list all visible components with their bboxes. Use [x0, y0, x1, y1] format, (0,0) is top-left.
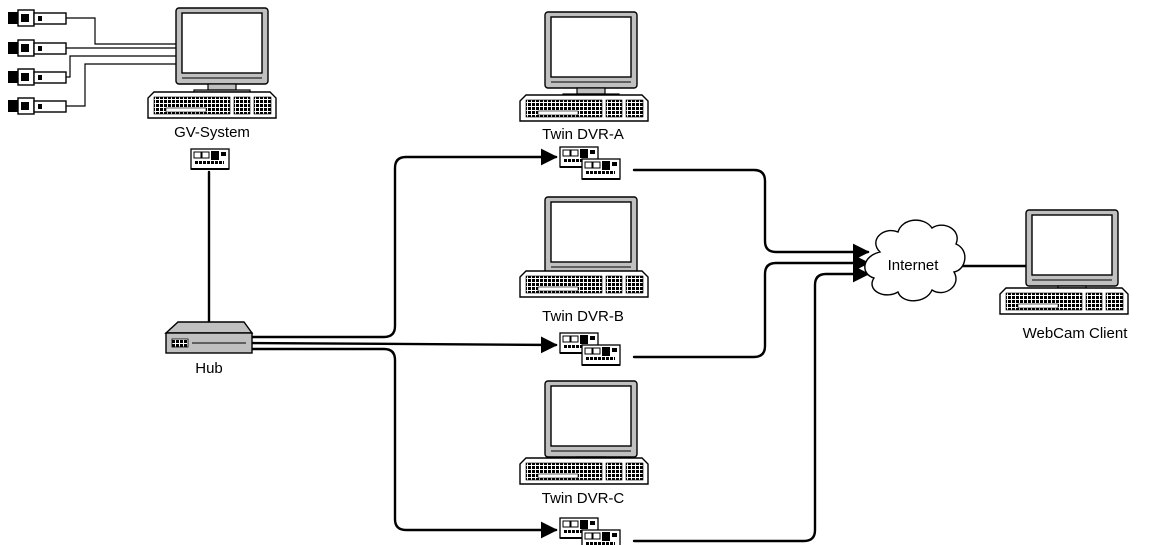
monitor-icon: [1025, 209, 1119, 298]
keyboard-icon: [147, 91, 277, 119]
cameras: [7, 9, 67, 115]
monitor-icon: [544, 380, 638, 469]
capture-card-icon: [560, 518, 620, 545]
keyboard-icon: [519, 94, 649, 122]
webcam-client-node: WebCam Client: [999, 209, 1129, 342]
hub-node: Hub: [164, 321, 254, 377]
capture-card-icon: [190, 148, 230, 170]
twin-dvr-a-label: Twin DVR-A: [542, 126, 624, 143]
gv-system-label: GV-System: [174, 124, 250, 141]
internet-node: Internet: [864, 219, 966, 302]
camera-icon: [7, 97, 67, 115]
camera-icon: [7, 68, 67, 86]
webcam-client-label: WebCam Client: [1023, 325, 1129, 342]
hub-label: Hub: [195, 360, 223, 377]
keyboard-icon: [519, 270, 649, 298]
connections: [65, 17, 1037, 543]
keyboard-icon: [519, 457, 649, 485]
internet-label: Internet: [888, 257, 940, 274]
capture-card-icon: [560, 333, 620, 365]
monitor-icon: [544, 11, 638, 100]
capture-card-icon: [560, 147, 620, 179]
twin-dvr-a-node: Twin DVR-A: [519, 11, 649, 179]
twin-dvr-c-node: Twin DVR-C: [519, 380, 649, 545]
keyboard-icon: [999, 287, 1129, 315]
hub-icon: [164, 321, 254, 354]
camera-icon: [7, 39, 67, 57]
monitor-icon: [175, 7, 269, 96]
twin-dvr-b-node: Twin DVR-B: [519, 196, 649, 365]
twin-dvr-b-label: Twin DVR-B: [542, 308, 624, 325]
camera-icon: [7, 9, 67, 27]
cloud-icon: [864, 219, 966, 302]
twin-dvr-c-label: Twin DVR-C: [542, 490, 625, 507]
gv-system-node: GV-System: [147, 7, 277, 170]
